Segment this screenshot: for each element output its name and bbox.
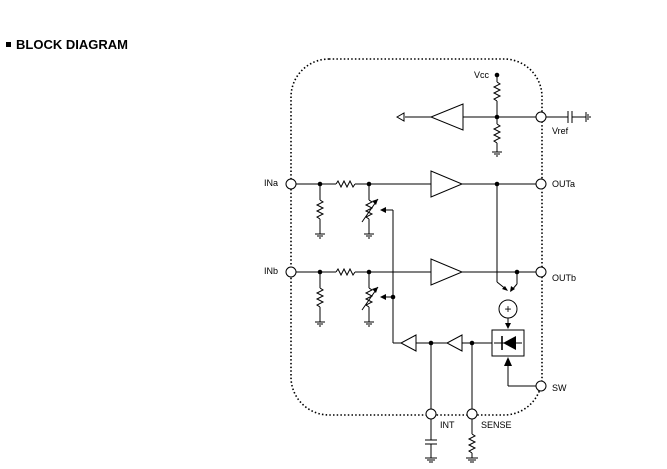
- int-ground-icon: [425, 457, 437, 463]
- divider-resistor: [492, 123, 502, 144]
- square-bullet-icon: [6, 42, 11, 47]
- detector-section: + SW INT: [380, 184, 567, 463]
- vref-ground-icon: [585, 112, 591, 122]
- ina-variable-resistor: [364, 199, 374, 220]
- vcc-label: Vcc: [474, 70, 490, 80]
- sense-ground-icon: [466, 457, 478, 463]
- ground-icon: [315, 321, 325, 327]
- ic-package-outline: [290, 58, 543, 416]
- ina-shunt-resistor: [315, 199, 325, 220]
- vref-section: Vcc Vref: [395, 70, 591, 157]
- outb-label: OUTb: [552, 273, 576, 283]
- ground-icon: [364, 321, 374, 327]
- int-label: INT: [440, 420, 455, 430]
- channel-a: INa OUTa: [264, 170, 575, 239]
- int-capacitor-icon: [425, 439, 437, 445]
- vref-capacitor-icon: [567, 111, 573, 123]
- vcc-resistor: [492, 81, 502, 102]
- inb-label: INb: [264, 266, 278, 276]
- inb-series-resistor: [335, 267, 356, 277]
- vref-label: Vref: [552, 126, 569, 136]
- ground-icon: [492, 151, 502, 157]
- outb-pin: [535, 266, 547, 278]
- heading-text: BLOCK DIAGRAM: [16, 37, 128, 52]
- outa-pin: [535, 178, 547, 190]
- ground-icon: [364, 233, 374, 239]
- sw-label: SW: [552, 383, 567, 393]
- detector-buffer: [445, 334, 463, 352]
- outa-label: OUTa: [552, 179, 575, 189]
- inb-shunt-resistor: [315, 287, 325, 308]
- ina-pin: [285, 178, 297, 190]
- sw-pin: [535, 380, 547, 392]
- sense-resistor: [467, 433, 477, 454]
- channel-b: INb OUTb: [264, 258, 576, 327]
- block-diagram-heading: BLOCK DIAGRAM: [6, 37, 128, 52]
- ina-series-resistor: [335, 179, 356, 189]
- amplifier-b: [430, 258, 464, 286]
- vref-pin: [535, 111, 547, 123]
- control-buffer: [399, 334, 417, 352]
- adder-symbol: +: [504, 302, 511, 316]
- int-pin: [425, 408, 437, 420]
- amplifier-a: [430, 170, 464, 198]
- inb-variable-resistor: [364, 287, 374, 308]
- internal-ref-arrow-icon: [395, 112, 405, 122]
- ground-icon: [315, 233, 325, 239]
- inb-pin: [285, 266, 297, 278]
- ina-label: INa: [264, 178, 278, 188]
- sense-pin: [466, 408, 478, 420]
- vref-buffer: [429, 103, 464, 131]
- sense-label: SENSE: [481, 420, 512, 430]
